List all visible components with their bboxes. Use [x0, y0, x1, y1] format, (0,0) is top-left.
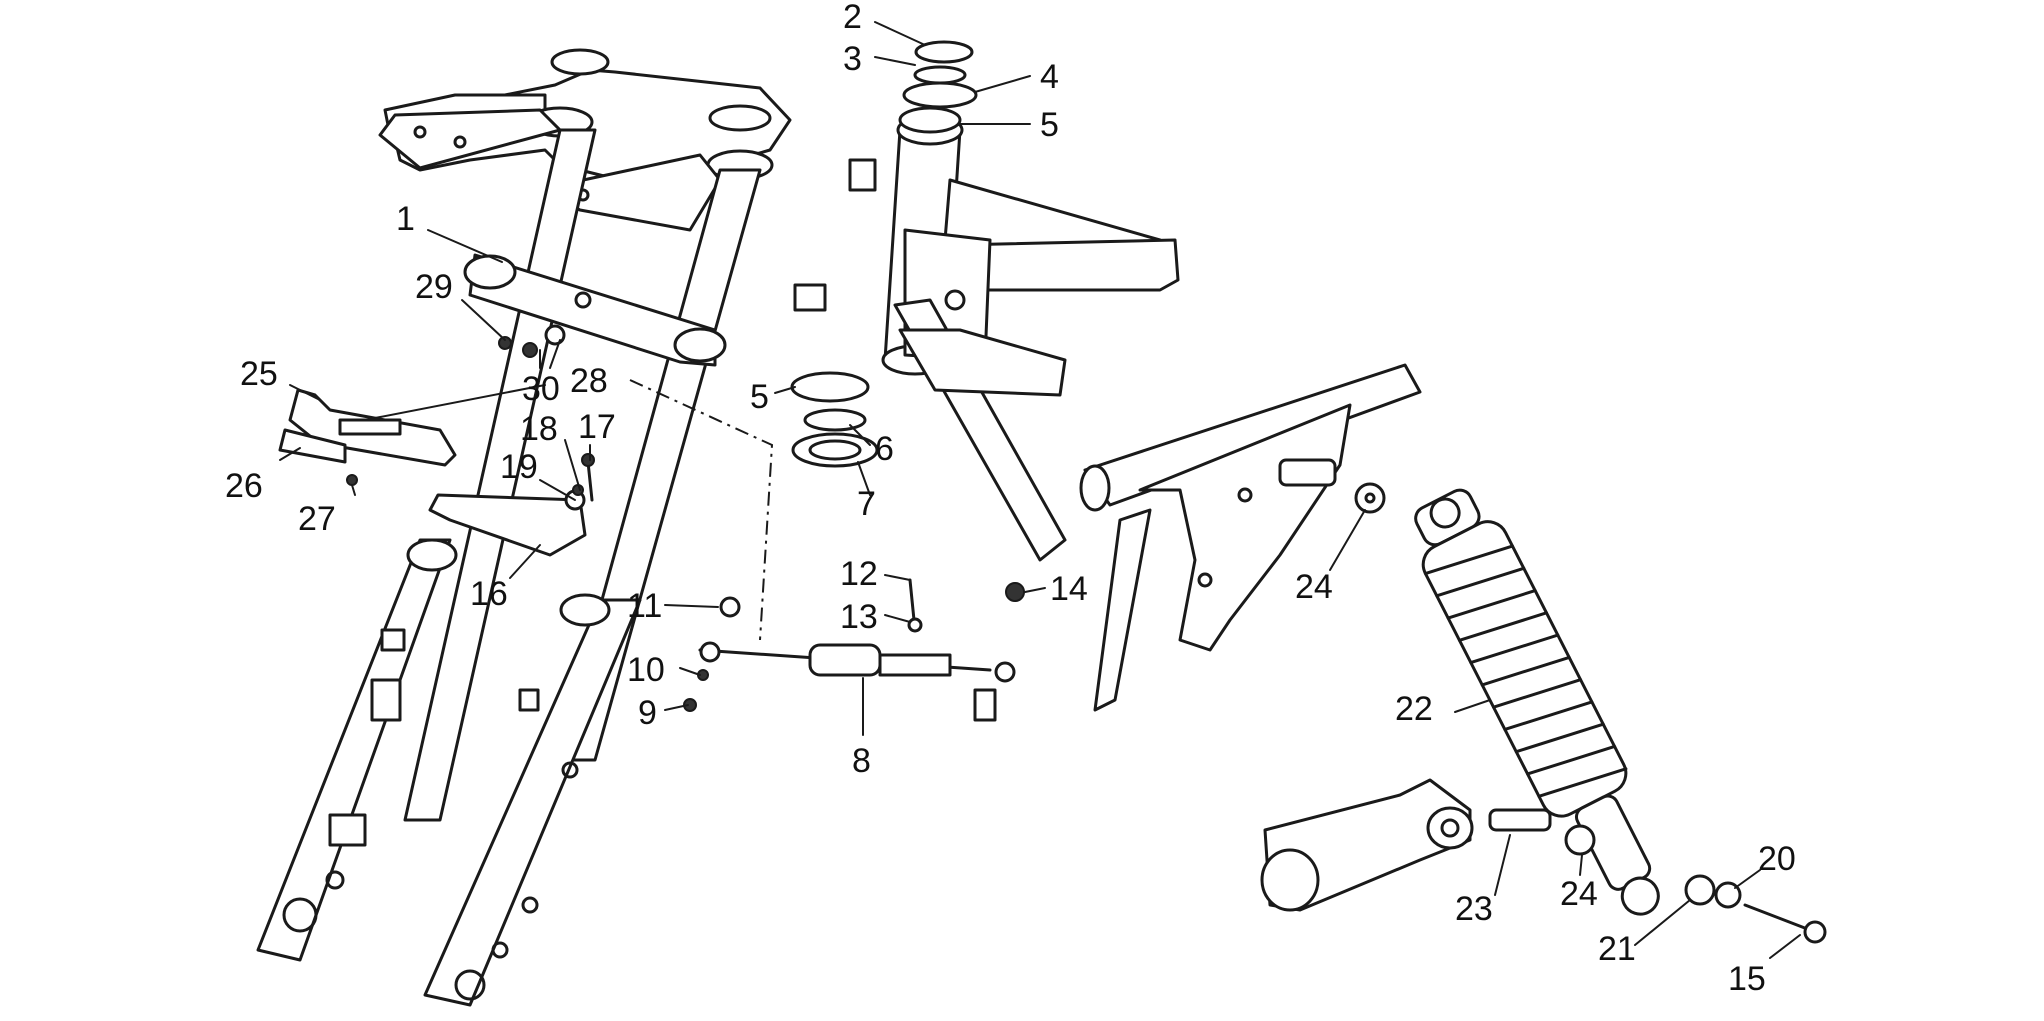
callout-16: 16	[470, 575, 508, 613]
callout-3: 3	[843, 40, 862, 78]
rear-shock-assembly	[1079, 363, 1827, 959]
callout-10: 10	[627, 651, 665, 689]
callout-23: 23	[1455, 890, 1493, 928]
callout-29: 29	[415, 268, 453, 306]
callout-2: 2	[843, 0, 862, 36]
callout-21: 21	[1598, 930, 1636, 968]
callout-17: 17	[578, 408, 616, 446]
callout-11: 11	[627, 587, 662, 625]
callout-24b: 24	[1560, 875, 1598, 913]
callout-8: 8	[852, 742, 871, 780]
callout-20: 20	[1758, 840, 1796, 878]
callout-4: 4	[1040, 58, 1059, 96]
callout-7: 7	[857, 485, 876, 523]
callout-12: 12	[840, 555, 878, 593]
callout-18: 18	[520, 410, 558, 448]
callout-labels: 1 2 3 4 5 5 6 7 8 9 10 11 12 13 14 15 16…	[225, 0, 1796, 998]
callout-25: 25	[240, 355, 278, 393]
front-fork-assembly	[256, 48, 792, 1007]
callout-15: 15	[1728, 960, 1766, 998]
callout-9: 9	[638, 694, 657, 732]
callout-5a: 5	[1040, 106, 1059, 144]
callout-13: 13	[840, 598, 878, 636]
callout-27: 27	[298, 500, 336, 538]
callout-6: 6	[875, 430, 894, 468]
callout-1: 1	[396, 200, 415, 238]
callout-19: 19	[500, 448, 538, 486]
callout-26: 26	[225, 467, 263, 505]
callout-28: 28	[570, 362, 608, 400]
callout-14: 14	[1050, 570, 1088, 608]
callout-24a: 24	[1295, 568, 1333, 606]
callout-5b: 5	[750, 378, 769, 416]
callout-30: 30	[522, 370, 560, 408]
steering-head-assembly	[664, 21, 1180, 736]
callout-22: 22	[1395, 690, 1433, 728]
